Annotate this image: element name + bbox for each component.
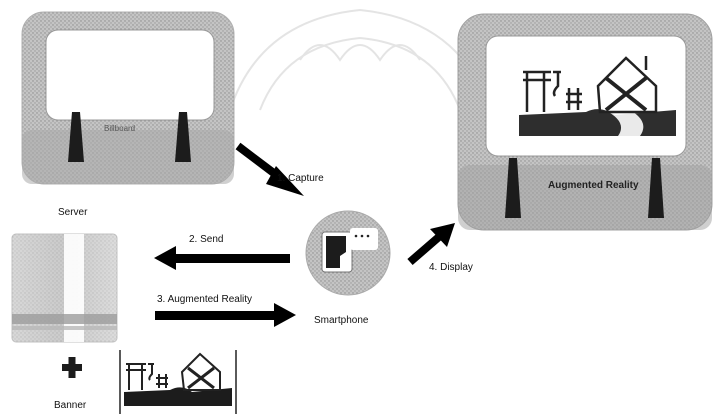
step-augmented-label: 3. Augmented Reality: [157, 294, 253, 305]
step-send-label: 2. Send: [189, 234, 224, 245]
billboard-large-leg-left: [505, 158, 521, 218]
billboard-small-leg-left: [68, 112, 84, 162]
watermark-seal: [229, 8, 491, 111]
step-capture-label: 1. Capture: [277, 173, 324, 184]
billboard-large: [457, 13, 713, 231]
billboard-small-leg-right: [175, 112, 191, 162]
house-icon: [596, 56, 658, 114]
banner-label: Banner: [54, 400, 87, 411]
smartphone-icon: [305, 210, 391, 296]
ar-scene-large: [519, 56, 676, 136]
server-label: Server: [58, 207, 88, 218]
plus-icon: [62, 357, 82, 378]
billboard-small-label: Billboard: [104, 124, 136, 133]
smartphone-label: Smartphone: [314, 315, 369, 326]
banner-image: [119, 350, 237, 414]
arrow-augmented: [155, 303, 296, 327]
billboard-large-label: Augmented Reality: [548, 180, 639, 191]
crane-icon: [523, 70, 582, 112]
step-display-label: 4. Display: [429, 262, 473, 273]
server-icon: [11, 233, 118, 343]
arrow-capture: [235, 142, 304, 196]
arrow-send: [154, 246, 290, 270]
billboard-large-leg-right: [648, 158, 664, 218]
arrow-display: [407, 223, 455, 266]
billboard-small: [21, 11, 235, 185]
